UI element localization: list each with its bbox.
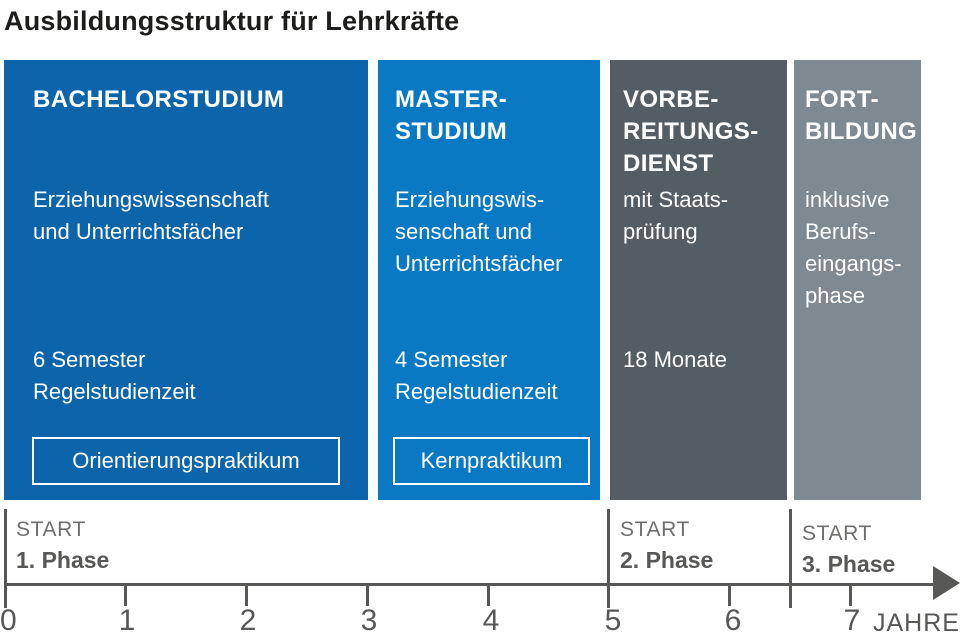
block-master-duration: 4 Semester Regelstudienzeit [395,347,558,404]
axis-tick-year-3 [366,585,369,606]
phase-1-name-text: 1. Phase [16,547,110,573]
phase-3-name-text: 3. Phase [802,551,896,577]
block-vorbereitungsdienst: VORBE- REITUNGS- DIENST mit Staats- prüf… [610,60,787,500]
block-bachelor-description: Erziehungswissenschaft und Unterrichtsfä… [33,187,270,244]
phase-1-label: START 1. Phase [16,518,109,574]
phase-2-name-text: 2. Phase [620,547,714,573]
block-masterstudium: MASTER- STUDIUM Erziehungswis- senschaft… [378,60,600,500]
axis-tick-year-2 [245,585,248,606]
badge-orientierungspraktikum: Orientierungspraktikum [32,437,340,485]
block-bachelor-title: BACHELORSTUDIUM [33,86,285,113]
axis-tick-year-7 [849,585,852,606]
axis-label-7: 7 [843,604,861,637]
block-vorbereitung-duration: 18 Monate [623,347,727,372]
axis-tick-year-4 [487,585,490,606]
axis-tick-year-5 [607,509,610,608]
timeline-axis [4,583,937,586]
axis-tick-year-0 [4,509,7,608]
badge-kernpraktikum: Kernpraktikum [393,437,590,485]
block-bachelor-duration: 6 Semester Regelstudienzeit [33,347,196,404]
block-bachelorstudium: BACHELORSTUDIUM Erziehungswissenschaft u… [4,60,368,500]
axis-label-1: 1 [118,604,136,637]
axis-tick-year-6-5 [789,509,792,608]
axis-unit-label: JAHRE [873,609,960,637]
phase-2-label: START 2. Phase [620,518,713,574]
axis-label-6: 6 [724,604,742,637]
axis-label-4: 4 [482,604,500,637]
block-fortbildung-title: FORT- BILDUNG [805,86,918,145]
block-master-title: MASTER- STUDIUM [395,86,508,145]
block-vorbereitung-description: mit Staats- prüfung [623,187,729,244]
axis-label-3: 3 [360,604,378,637]
timeline-arrow-icon [933,566,960,600]
axis-tick-year-6 [728,585,731,606]
page-title: Ausbildungsstruktur für Lehrkräfte [4,6,460,36]
axis-label-2: 2 [239,604,257,637]
block-fortbildung: FORT- BILDUNG inklusive Berufs- eingangs… [794,60,921,500]
phase-3-start-text: START [802,522,872,545]
block-fortbildung-description: inklusive Berufs- eingangs- phase [805,187,902,308]
block-master-description: Erziehungswis- senschaft und Unterrichts… [395,187,563,276]
axis-label-5: 5 [604,604,622,637]
axis-label-0: 0 [0,604,17,637]
phase-1-start-text: START [16,518,86,541]
phase-3-label: START 3. Phase [802,522,895,578]
phase-2-start-text: START [620,518,690,541]
axis-tick-year-1 [124,585,127,606]
block-vorbereitung-title: VORBE- REITUNGS- DIENST [623,86,759,177]
